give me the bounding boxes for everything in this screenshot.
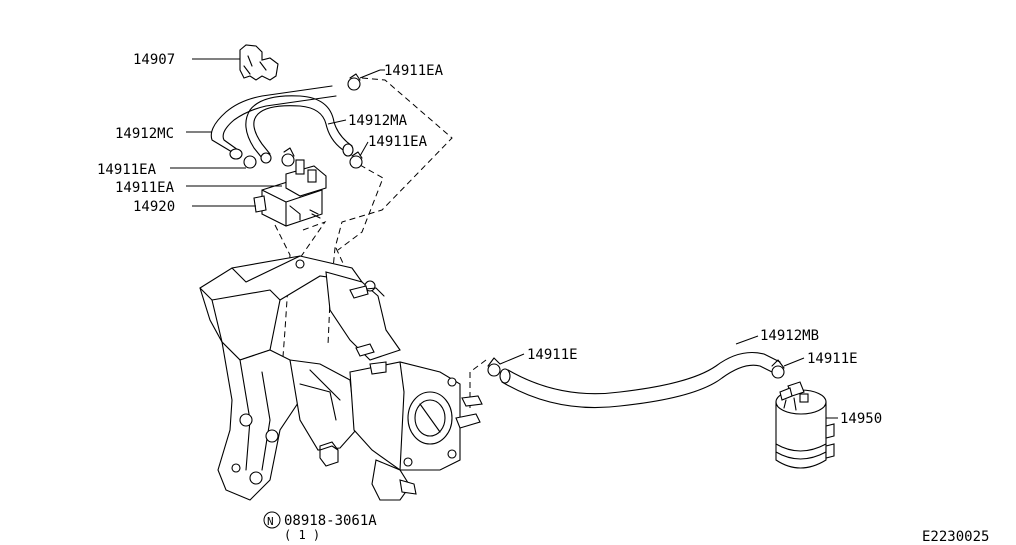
label-14911e-right: 14911E — [807, 351, 858, 367]
clamp-14907[interactable] — [239, 44, 279, 81]
label-14912mb: 14912MB — [760, 328, 819, 344]
label-14911ea-mid: 14911EA — [368, 134, 428, 150]
diagram-id: E2230025 — [922, 529, 989, 545]
label-14911ea-left2: 14911EA — [115, 180, 175, 196]
label-14907: 14907 — [133, 52, 175, 68]
circled-n-icon — [263, 511, 281, 529]
label-14911ea-top: 14911EA — [384, 63, 444, 79]
intake-manifold — [199, 255, 483, 501]
label-14912mc: 14912MC — [115, 126, 174, 142]
solenoid-valve-14920[interactable] — [253, 159, 327, 227]
label-14912ma: 14912MA — [348, 113, 408, 129]
label-08918-3061a: 08918-3061A — [284, 513, 377, 529]
canister-14950[interactable] — [775, 381, 835, 469]
label-14911e-mid: 14911E — [527, 347, 578, 363]
nut-08918-3061a[interactable] — [319, 441, 339, 467]
hose-14912mc[interactable] — [210, 85, 337, 160]
clamp-14911e-mid[interactable] — [487, 357, 501, 377]
label-14920: 14920 — [133, 199, 175, 215]
part-labels: 14907 14911EA 14912MC 14912MA 14911EA 14… — [97, 52, 989, 545]
label-bolt-qty: ( 1 ) — [284, 528, 320, 542]
clamp-14911ea-top[interactable] — [347, 73, 361, 91]
hose-14912ma[interactable] — [245, 95, 354, 164]
label-14911ea-left1: 14911EA — [97, 162, 157, 178]
clamp-14911ea-left[interactable] — [243, 147, 295, 169]
bolt-symbol: N — [267, 515, 274, 528]
hose-14912mb[interactable] — [499, 351, 781, 409]
clamp-14911ea-mid[interactable] — [349, 151, 363, 169]
label-14950: 14950 — [840, 411, 882, 427]
leader-lines — [170, 58, 838, 419]
clamp-14911e-right[interactable] — [771, 359, 785, 379]
